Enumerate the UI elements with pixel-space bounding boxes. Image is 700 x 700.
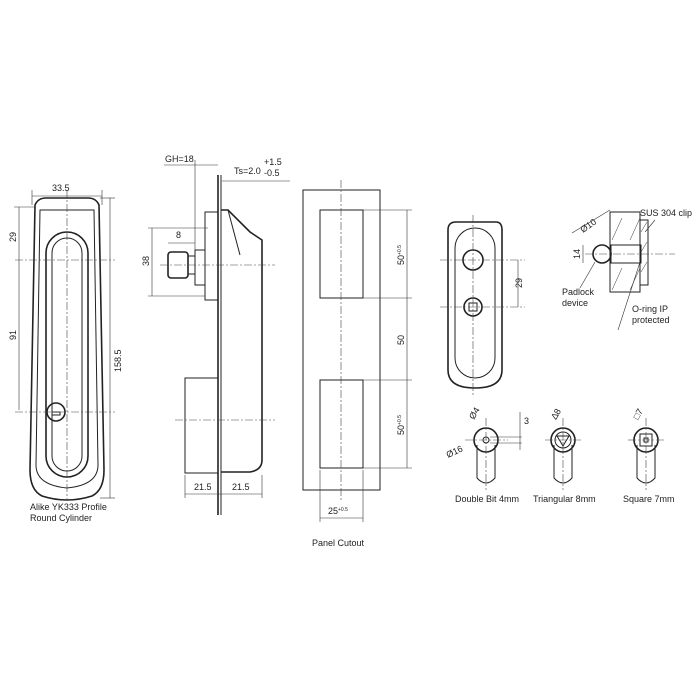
dim-spacing: 29	[514, 278, 524, 288]
dim-height: 38	[141, 256, 151, 266]
caption-square: Square 7mm	[623, 494, 675, 504]
dim-top: 29	[8, 232, 18, 242]
dim-right: 21.5	[232, 482, 250, 492]
dim-a: ∆8	[549, 407, 563, 421]
dim-width: 25+0.5	[328, 506, 348, 516]
caption-double-bit: Double Bit 4mm	[455, 494, 519, 504]
dim-b: Ø16	[445, 444, 465, 460]
dim-middle: 50	[396, 335, 406, 345]
panel-caption: Panel Cutout	[312, 538, 365, 548]
front-view: 33.5 29 91 158.5 Alike YK333 Profile Rou…	[8, 183, 123, 523]
label-clip: SUS 304 clip	[640, 208, 692, 218]
dim-width: 33.5	[52, 183, 70, 193]
dim-a: □7	[631, 407, 645, 421]
dim-left: 21.5	[194, 482, 212, 492]
insert-triangular: ∆8 Triangular 8mm	[533, 407, 596, 504]
label-padlock-2: device	[562, 298, 588, 308]
dim-ts-tol-lower: -0.5	[264, 168, 280, 178]
dim-ts: Ts=2.0	[234, 166, 261, 176]
section-view: Ø10 14 SUS 304 clip Padlock device O-rin…	[562, 208, 692, 331]
dim-nut: 8	[176, 230, 181, 240]
label-oring-1: O-ring IP	[632, 304, 668, 314]
caption-triangular: Triangular 8mm	[533, 494, 596, 504]
dim-ts-tol-upper: +1.5	[264, 157, 282, 167]
dim-lower: 50+0.5	[396, 415, 406, 435]
dim-total: 158.5	[113, 349, 123, 372]
side-view: GH=18 Ts=2.0 +1.5 -0.5 8 38 21.5 21.5	[141, 154, 290, 515]
dim-a: Ø4	[467, 406, 482, 421]
dim-upper: 50+0.5	[396, 245, 406, 265]
front-caption-2: Round Cylinder	[30, 513, 92, 523]
panel-cutout: 50+0.5 50 50+0.5 25+0.5 Panel Cutout	[302, 180, 412, 548]
insert-square: □7 Square 7mm	[623, 407, 675, 504]
label-oring-2: protected	[632, 315, 670, 325]
insert-double-bit: Ø4 Ø16 3 Double Bit 4mm	[445, 406, 529, 504]
front-caption-1: Alike YK333 Profile	[30, 502, 107, 512]
dim-c: 3	[524, 416, 529, 426]
dim-diameter: Ø10	[578, 217, 598, 235]
dim-middle: 91	[8, 330, 18, 340]
padlock-view: 29	[440, 215, 525, 395]
label-padlock-1: Padlock	[562, 287, 595, 297]
dim-height: 14	[572, 249, 582, 259]
dim-gh: GH=18	[165, 154, 194, 164]
